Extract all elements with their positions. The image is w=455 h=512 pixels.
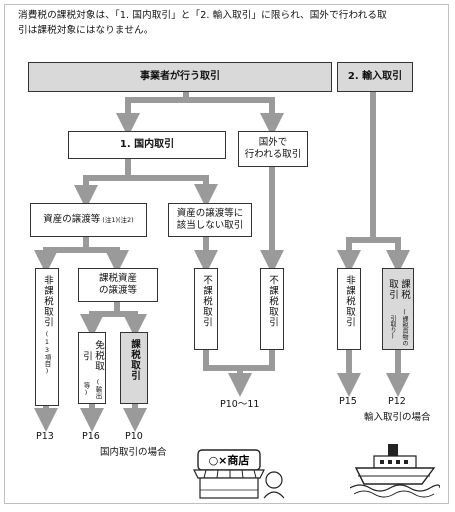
node-exempt: 免税取引 (輸出等): [78, 332, 106, 404]
node-not-asset-transfer: 資産の譲渡等に 該当しない取引: [168, 203, 252, 237]
caption-import-case: 輸入取引の場合: [364, 412, 431, 423]
not-asset-line-1: 資産の譲渡等に: [176, 208, 244, 219]
not-asset-line-2: 該当しない取引: [176, 220, 244, 231]
node-domestic-transaction: 1. 国内取引: [68, 131, 226, 159]
diagram-frame: [4, 4, 449, 504]
node-import-non-taxable: 非課税取引: [337, 268, 361, 350]
caption-domestic-case: 国内取引の場合: [100, 447, 167, 458]
asset-transfer-note: (注1)(注2): [102, 216, 134, 224]
node-not-taxable-2: 不課税取引: [260, 268, 284, 350]
page-ref-p16: P16: [82, 431, 100, 442]
node-asset-transfer: 資産の譲渡等 (注1)(注2): [30, 203, 147, 237]
node-non-taxable: 非課税取引 (13項目): [35, 268, 59, 406]
intro-line-2: 引は課税対象にはなりません。: [18, 25, 154, 36]
node-import-transaction: 2. 輸入取引: [337, 62, 413, 92]
exempt-note: (輸出等): [82, 378, 102, 400]
shop-illustration: ○×商店: [193, 449, 285, 499]
page-ref-p13: P13: [36, 431, 54, 442]
intro-text: 消費税の課税対象は、「1. 国内取引」と「2. 輸入取引」に限られ、国外で行われ…: [18, 8, 443, 38]
node-import-taxable: 課税取引 (課税貨物の引取り): [382, 268, 414, 350]
taxable-asset-line-2: の譲渡等: [98, 285, 137, 296]
import-taxable-note: (課税貨物の引取り): [389, 309, 408, 347]
taxable-asset-line-1: 課税資産: [98, 273, 137, 284]
node-overseas-transaction: 国外で 行われる取引: [238, 131, 308, 167]
page-ref-p12: P12: [388, 396, 406, 407]
page-ref-p10: P10: [125, 431, 143, 442]
shop-sign: ○×商店: [209, 453, 250, 467]
node-taxable-asset-transfer: 課税資産 の譲渡等: [78, 268, 158, 302]
non-taxable-note: (13項目): [43, 329, 51, 375]
intro-line-1: 消費税の課税対象は、「1. 国内取引」と「2. 輸入取引」に限られ、国外で行われ…: [18, 10, 387, 21]
page-ref-p10-11: P10〜11: [220, 399, 260, 410]
node-business-transactions: 事業者が行う取引: [28, 62, 332, 92]
page-ref-p15: P15: [339, 396, 357, 407]
node-not-taxable-1: 不課税取引: [194, 268, 218, 350]
overseas-line-1: 国外で: [258, 137, 288, 148]
ship-illustration: [350, 444, 440, 498]
node-taxable: 課税取引: [120, 332, 148, 404]
overseas-line-2: 行われる取引: [244, 149, 302, 160]
